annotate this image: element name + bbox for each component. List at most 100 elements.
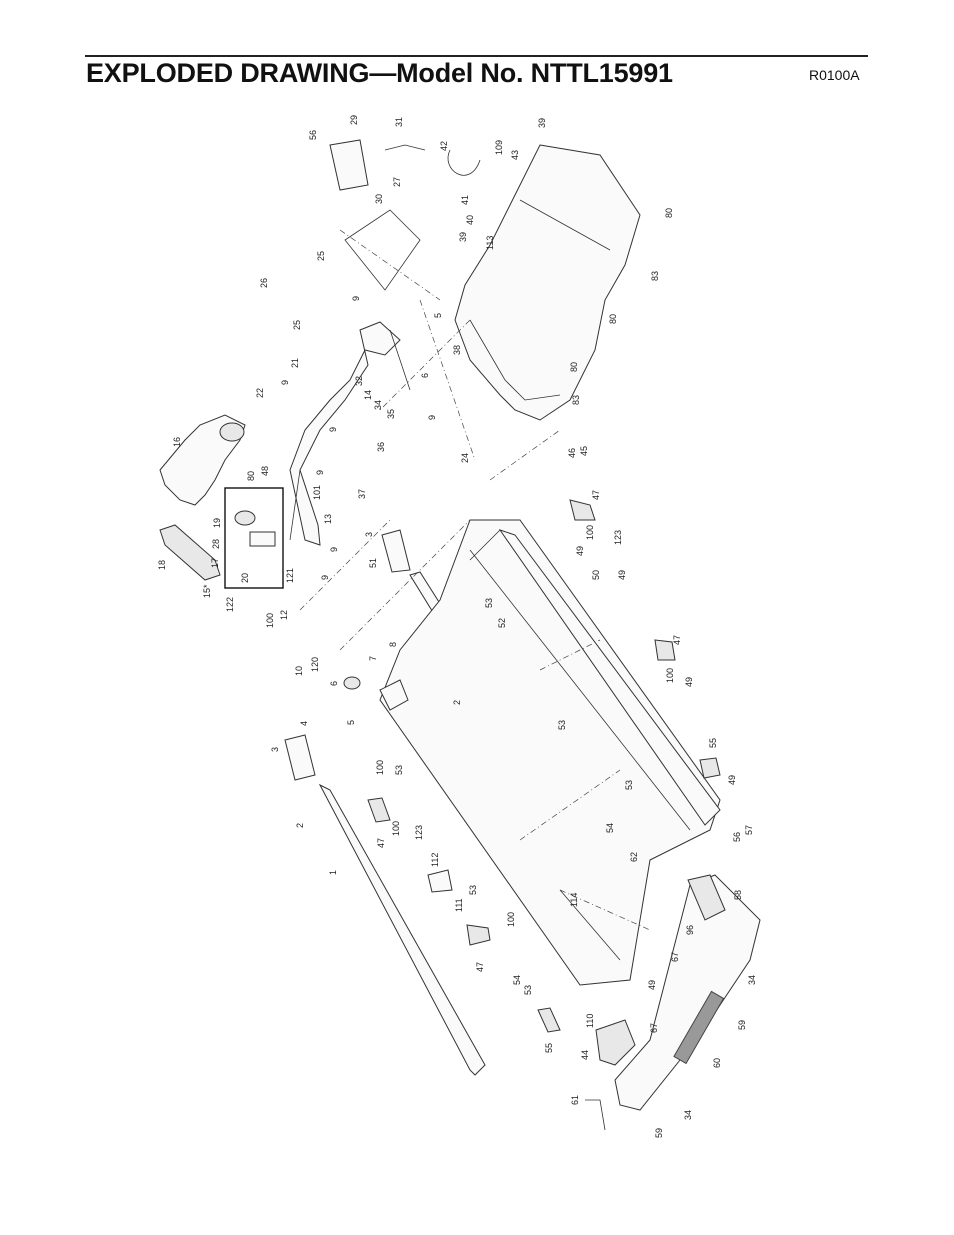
upright-frame — [289, 321, 401, 546]
callout-101: 101 — [312, 485, 322, 500]
callout-30: 30 — [374, 194, 384, 204]
callout-100f: 100 — [506, 912, 516, 927]
callout-53b: 53 — [557, 720, 567, 730]
front-base — [614, 874, 761, 1111]
callout-52: 52 — [497, 618, 507, 628]
callout-41: 41 — [460, 195, 470, 205]
callout-28: 28 — [211, 539, 221, 549]
callout-59b: 59 — [654, 1128, 664, 1138]
callout-35: 35 — [386, 409, 396, 419]
left-rail — [318, 783, 486, 1076]
callout-6b: 6 — [420, 373, 430, 378]
callout-45: 45 — [579, 446, 589, 456]
frame-rail — [498, 529, 721, 826]
bracket-112 — [427, 869, 453, 893]
callout-34c: 34 — [683, 1110, 693, 1120]
callout-2a: 2 — [295, 823, 305, 828]
callout-36: 36 — [376, 442, 386, 452]
callout-53f: 53 — [523, 985, 533, 995]
bracket-3b — [381, 529, 411, 573]
callout-18: 18 — [157, 560, 167, 570]
callout-54b: 54 — [512, 975, 522, 985]
callout-47c: 47 — [672, 635, 682, 645]
callout-47d: 47 — [475, 962, 485, 972]
callout-109: 109 — [494, 140, 504, 155]
foot-cover-right — [687, 874, 726, 921]
callout-54a: 54 — [605, 823, 615, 833]
callout-9b: 9 — [280, 380, 290, 385]
callout-43: 43 — [510, 150, 520, 160]
callout-25a: 25 — [316, 251, 326, 261]
callout-7: 7 — [368, 656, 378, 661]
callout-16: 16 — [172, 437, 182, 447]
assembly-lines — [299, 229, 651, 931]
treadmill-deck — [379, 519, 721, 986]
callout-80b: 80 — [608, 314, 618, 324]
callout-67b: 67 — [649, 1023, 659, 1033]
callout-48: 48 — [260, 466, 270, 476]
callout-56a: 56 — [308, 130, 318, 140]
callout-9f: 9 — [320, 575, 330, 580]
callout-6a: 6 — [329, 681, 339, 686]
motor-hood — [454, 144, 641, 421]
motor-hood-inner — [469, 199, 611, 401]
callout-34a: 34 — [373, 400, 383, 410]
callout-39a: 39 — [537, 118, 547, 128]
bracket-29 — [329, 139, 369, 191]
callout-24: 24 — [460, 453, 470, 463]
callout-5a: 5 — [346, 720, 356, 725]
callout-5b: 5 — [433, 313, 443, 318]
parts-inset-box — [224, 487, 284, 589]
callout-42: 42 — [439, 141, 449, 151]
callout-31: 31 — [394, 117, 404, 127]
callout-80d: 80 — [246, 471, 256, 481]
drive-belt — [159, 524, 221, 581]
callout-55b: 55 — [544, 1043, 554, 1053]
callout-123b: 123 — [613, 530, 623, 545]
callout-80a: 80 — [664, 208, 674, 218]
callout-55a: 55 — [708, 738, 718, 748]
callout-47b: 47 — [591, 490, 601, 500]
callout-51: 51 — [368, 558, 378, 568]
pad-55a — [537, 1007, 561, 1033]
callout-14: 14 — [363, 390, 373, 400]
callout-9e: 9 — [329, 547, 339, 552]
small-pad-47c — [654, 639, 676, 661]
plate-30 — [344, 209, 421, 291]
callout-62: 62 — [629, 852, 639, 862]
console-display — [219, 422, 245, 442]
callout-38: 38 — [452, 345, 462, 355]
callout-49c: 49 — [684, 677, 694, 687]
callout-100e: 100 — [665, 668, 675, 683]
callout-10: 10 — [294, 666, 304, 676]
roller-end — [343, 676, 361, 690]
callout-57: 57 — [744, 825, 754, 835]
callout-44: 44 — [580, 1050, 590, 1060]
callout-21: 21 — [290, 358, 300, 368]
callout-3b: 3 — [364, 532, 374, 537]
base-pad — [673, 990, 725, 1065]
small-pad-47a — [367, 797, 391, 823]
callout-9d: 9 — [315, 470, 325, 475]
callout-67a: 67 — [670, 952, 680, 962]
callout-49a: 49 — [617, 570, 627, 580]
callout-17: 17 — [210, 558, 220, 568]
callout-29: 29 — [349, 115, 359, 125]
rod-61 — [585, 1099, 606, 1131]
page-title: EXPLODED DRAWING—Model No. NTTL15991 — [86, 58, 673, 88]
callout-46: 46 — [567, 448, 577, 458]
callout-61: 61 — [570, 1095, 580, 1105]
callout-49d: 49 — [727, 775, 737, 785]
callout-56b: 56 — [732, 832, 742, 842]
cable-42 — [447, 149, 481, 176]
callout-100b: 100 — [375, 760, 385, 775]
callout-59a: 59 — [737, 1020, 747, 1030]
callout-120: 120 — [310, 657, 320, 672]
callout-60: 60 — [712, 1058, 722, 1068]
callout-49b: 49 — [575, 546, 585, 556]
foot-cover — [595, 1019, 636, 1066]
callout-13: 13 — [323, 514, 333, 524]
callout-110: 110 — [585, 1014, 595, 1028]
callout-9g: 9 — [427, 415, 437, 420]
